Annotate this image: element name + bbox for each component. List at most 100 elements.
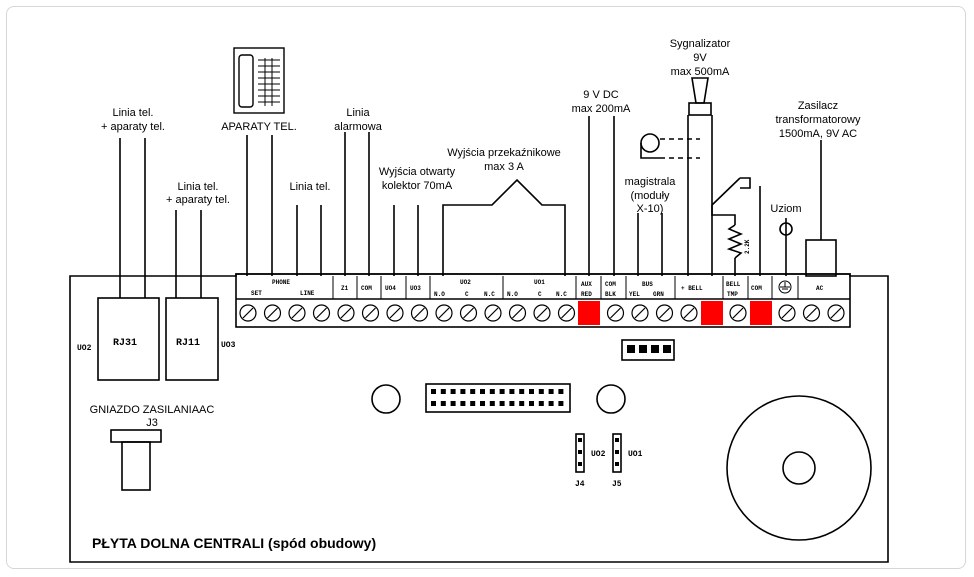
uo3-side-label: UO3 [221, 341, 236, 350]
header-pin [440, 389, 446, 394]
header-pin [431, 401, 436, 406]
tmp-label: TMP [727, 291, 738, 298]
set-group-label: SET [251, 290, 262, 297]
gniazdo-label-line1: GNIAZDO ZASILANIAAC [90, 404, 215, 416]
terminal-screw-slot [267, 307, 278, 319]
header-pin [538, 389, 544, 394]
yel-label: YEL [629, 291, 640, 298]
header-pin [431, 389, 436, 394]
terminal-highlight-bell [701, 301, 723, 325]
header-pin [499, 401, 505, 406]
wyjscia-przek-line1: Wyjścia przekaźnikowe [447, 147, 561, 159]
z1-label: Z1 [341, 285, 349, 292]
sygnalizator-line3: max 500mA [671, 66, 730, 78]
terminal-screw-slot [561, 307, 572, 319]
uo3-label: UO3 [410, 285, 421, 292]
terminal-screw-slot [365, 307, 376, 319]
rj11-connector [165, 297, 219, 381]
siren-horn [691, 77, 709, 104]
image-frame [6, 6, 966, 569]
terminal-screw-slot [242, 307, 254, 319]
zasilacz-line3: 1500mA, 9V AC [779, 128, 857, 140]
nc1-label: N.C [484, 291, 495, 298]
pin-header [425, 383, 571, 413]
rj31-connector [97, 297, 160, 381]
header-pin [548, 401, 554, 406]
com1-label: COM [361, 285, 372, 292]
header-pin [558, 389, 564, 394]
terminal-screw-slot [512, 307, 523, 319]
rj11-label: RJ11 [176, 338, 200, 349]
terminal-screw-slot [463, 307, 474, 319]
header-pin [470, 389, 476, 394]
bus-group-label: BUS [642, 281, 653, 288]
rj11-label-line2: + aparaty tel. [166, 194, 230, 206]
linia-alarmowa-line2: alarmowa [334, 121, 383, 133]
jumper-j4-label: J4 [575, 480, 585, 489]
jumper-uo1-label: UO1 [628, 450, 643, 459]
terminal-screw-slot [536, 307, 548, 319]
no2-label: N.O [507, 291, 518, 298]
header-pin [480, 401, 485, 406]
dc9v-line1: 9 V DC [583, 89, 619, 101]
phone-group-label: PHONE [272, 279, 290, 286]
wyjscia-przek-line2: max 3 A [484, 161, 524, 173]
header-pin [538, 401, 544, 406]
terminal-screw-slot [683, 307, 695, 319]
header-pin [529, 389, 534, 394]
terminal-screw-slot [634, 307, 646, 319]
terminal-screw-slot [438, 307, 450, 319]
header-pin [558, 401, 564, 406]
linia-tel-label: Linia tel. [290, 181, 331, 193]
rj11-label-line1: Linia tel. [178, 181, 219, 193]
header-pin [548, 389, 554, 394]
resistor-label: 2.2K [744, 239, 751, 254]
terminal-screw-slot [389, 307, 401, 319]
terminal-screw-slot [781, 307, 793, 319]
terminal-screw-slot [291, 307, 303, 319]
header-pin [440, 401, 446, 406]
line-group-label: LINE [300, 290, 315, 297]
power-socket [110, 429, 162, 443]
header-pin [470, 401, 476, 406]
c1-label: C [465, 291, 469, 298]
grn-label: GRN [653, 291, 664, 298]
telephone-icon [233, 47, 285, 114]
magistrala-line2: (moduły [630, 190, 670, 202]
diagram-title: PŁYTA DOLNA CENTRALI (spód obudowy) [92, 535, 376, 551]
c2-label: C [538, 291, 542, 298]
terminal-screw-slot [610, 307, 621, 319]
dc9v-line2: max 200mA [572, 103, 631, 115]
red-label: RED [581, 291, 592, 298]
header-pin [460, 401, 466, 406]
magistrala-line3: X-10) [637, 203, 664, 215]
terminal-highlight-aux [578, 301, 600, 325]
linia-alarmowa-line1: Linia [346, 107, 370, 119]
header-pin [489, 401, 495, 406]
blk-label: BLK [605, 291, 616, 298]
header-pin [450, 401, 456, 406]
rj31-label: RJ31 [113, 338, 137, 349]
terminal-screw-slot [340, 307, 352, 319]
terminal-highlight-com [750, 301, 772, 325]
terminal-screw-slot [316, 307, 327, 319]
gniazdo-label-line2: J3 [146, 417, 158, 429]
header-pin [529, 401, 534, 406]
uziom-label: Uziom [770, 203, 801, 215]
rj31-label-line2: + aparaty tel. [101, 121, 165, 133]
jumper-j5-label: J5 [612, 480, 622, 489]
uo2-group-label: UO2 [460, 279, 471, 286]
ground-icon [778, 280, 792, 294]
wyjscia-ok-line2: kolektor 70mA [382, 180, 453, 192]
terminal-screw-slot [487, 307, 499, 319]
terminal-screw-slot [659, 307, 670, 319]
aux-label: AUX [581, 281, 592, 288]
bell-group-label: + BELL [681, 285, 703, 292]
buzzer-ring [726, 395, 872, 541]
header-pins [431, 389, 564, 406]
com2-label: COM [751, 285, 762, 292]
no1-label: N.O [434, 291, 445, 298]
bell-label: BELL [726, 281, 741, 288]
terminal-strip [235, 273, 851, 328]
